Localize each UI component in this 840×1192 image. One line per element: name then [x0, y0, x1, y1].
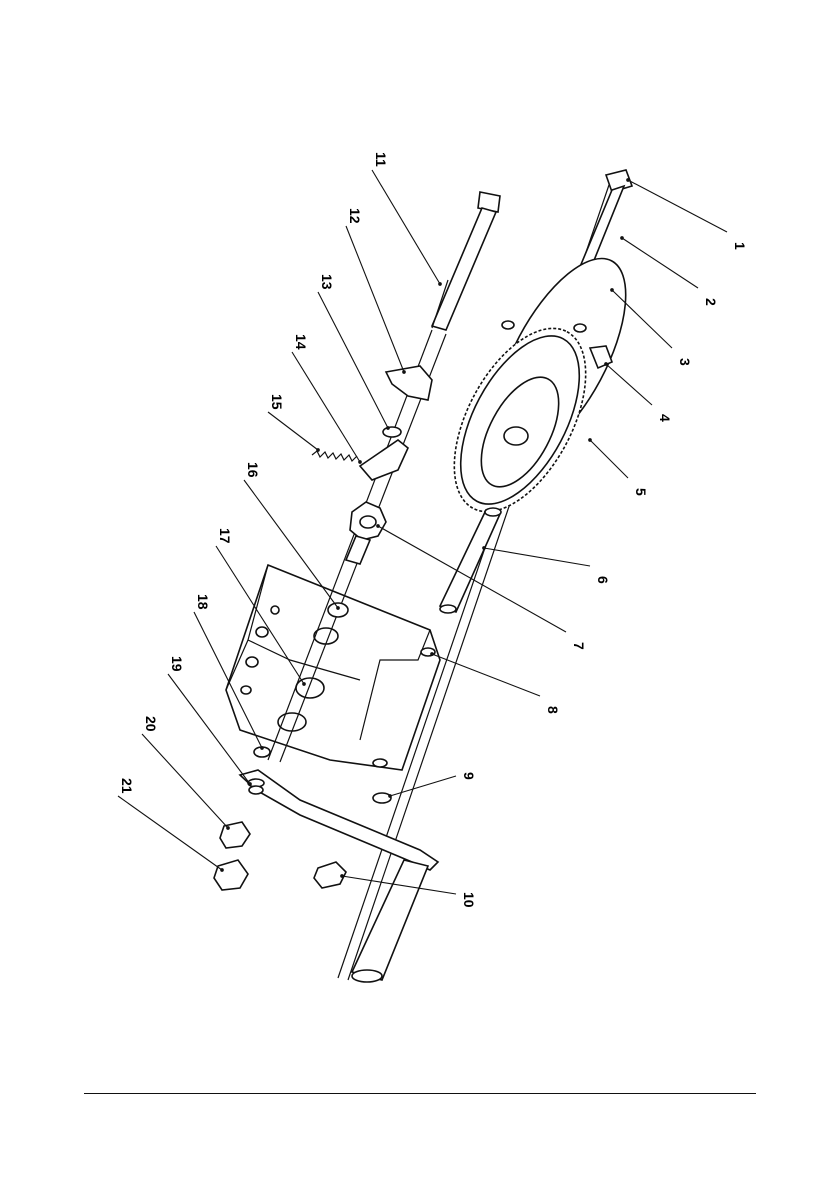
callout-11: 11	[373, 152, 389, 167]
pinion-gear-7	[346, 502, 386, 564]
callout-6: 6	[595, 576, 611, 584]
callout-13: 13	[319, 274, 335, 290]
callout-labels: 1 2 3 4 5 6 7 8 9 10 11 12 13 14 15 16 1…	[119, 152, 748, 908]
callout-2: 2	[703, 298, 719, 306]
callout-15: 15	[269, 394, 285, 410]
callout-5: 5	[633, 488, 649, 496]
nut-21	[214, 860, 248, 890]
lock-washer-19	[249, 786, 263, 794]
callout-3: 3	[677, 358, 693, 366]
leader-lines	[118, 170, 727, 894]
nut-20	[220, 822, 250, 848]
washer-9	[373, 793, 391, 803]
pawl-lever-14	[360, 440, 408, 480]
callout-7: 7	[571, 642, 587, 650]
washer-13	[383, 427, 401, 437]
callout-21: 21	[119, 778, 135, 794]
spacer-tube-6	[440, 508, 501, 613]
spring-15	[312, 451, 357, 461]
pawl-plate	[386, 366, 432, 400]
callout-10: 10	[461, 892, 477, 908]
callout-18: 18	[195, 594, 211, 610]
callout-1: 1	[732, 242, 748, 250]
nut-10	[314, 862, 346, 888]
callout-20: 20	[143, 716, 159, 732]
callout-19: 19	[169, 656, 185, 672]
callout-17: 17	[217, 528, 233, 544]
callout-16: 16	[245, 462, 261, 478]
callout-8: 8	[545, 706, 561, 714]
callout-14: 14	[293, 334, 309, 350]
callout-4: 4	[657, 414, 673, 422]
footer-rule	[84, 1093, 756, 1094]
washer-18	[254, 747, 270, 757]
callout-12: 12	[347, 208, 363, 224]
callout-9: 9	[461, 772, 477, 780]
nut-16	[328, 603, 348, 617]
